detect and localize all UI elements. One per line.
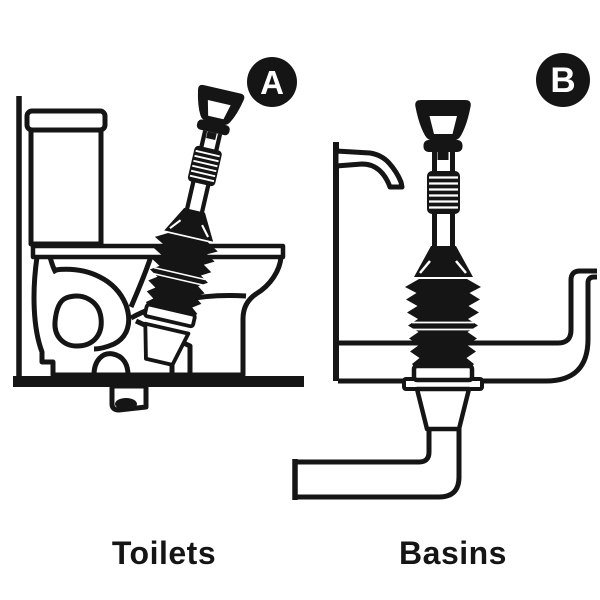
basin-inner-surface xyxy=(338,268,597,346)
panel-b-caption: Basins xyxy=(399,535,507,571)
drain-pipe-outer-line xyxy=(297,428,462,500)
panel-a-badge: A xyxy=(247,57,297,107)
plunger-shaft-clip xyxy=(437,152,449,160)
drain-pipe-inner-line xyxy=(297,428,432,465)
panel-a-caption: Toilets xyxy=(111,535,217,571)
toilet-tank xyxy=(28,127,104,247)
panel-a-badge-letter: A xyxy=(260,63,284,101)
toilet-tank-lid xyxy=(24,108,108,133)
trap-outer-curve xyxy=(54,266,132,352)
trap-outlet-dome xyxy=(91,351,131,378)
plunger-grip xyxy=(427,171,460,214)
plunger-grip-ribs xyxy=(429,176,458,209)
plunger-b xyxy=(405,100,481,432)
faucet-icon xyxy=(333,148,405,190)
toilet-soil-pipe-elbow xyxy=(115,398,137,410)
plunger-handle-window xyxy=(429,116,457,134)
plunger-handle-ferrule xyxy=(423,140,463,152)
plunger-bellows-folds xyxy=(411,321,475,331)
plunger-adapter xyxy=(414,246,473,277)
plunger-nozzle xyxy=(414,386,472,432)
trap-island xyxy=(52,293,104,349)
plunger-cuff xyxy=(411,363,475,383)
floor-line xyxy=(13,376,304,387)
panel-b-badge-letter: B xyxy=(550,60,576,100)
plunger-adapter-highlights xyxy=(419,260,467,274)
basin-outer-surface xyxy=(338,274,597,384)
panel-b-badge: B xyxy=(536,53,590,107)
plunger-bellows xyxy=(405,279,481,369)
